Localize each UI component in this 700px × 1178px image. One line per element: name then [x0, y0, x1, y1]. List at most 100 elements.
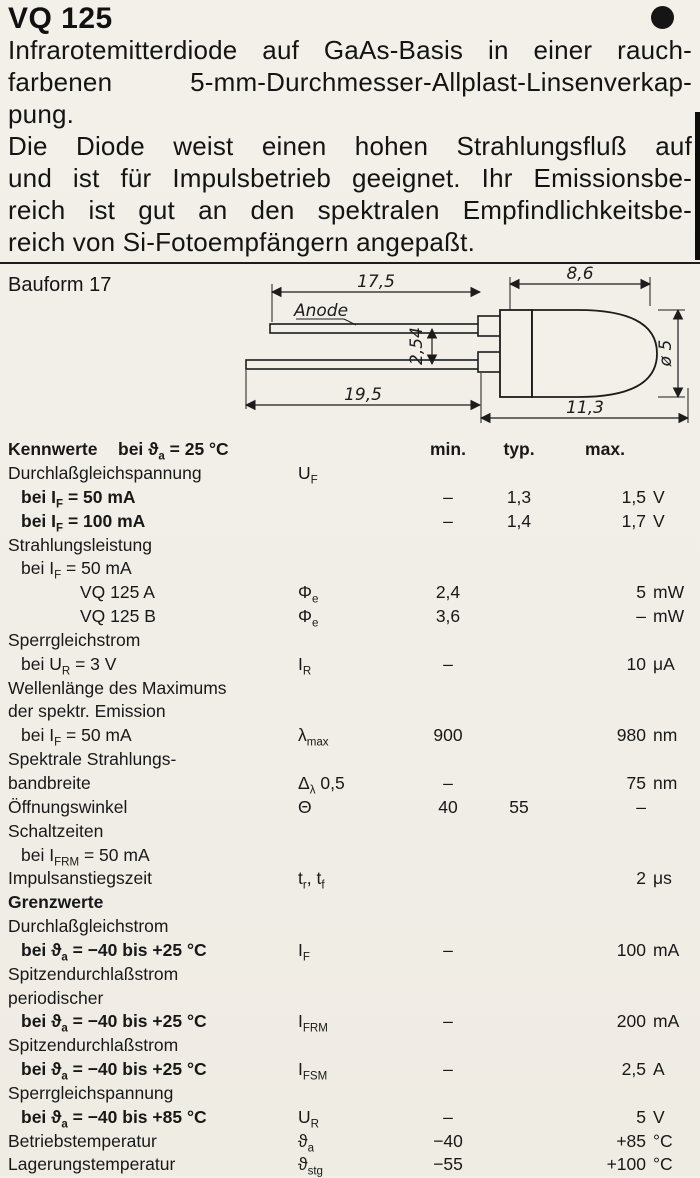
table-row: Grenzwerte: [0, 891, 700, 915]
row-min: 40: [438, 796, 458, 817]
section-title-kennwerte: Kennwerte: [8, 439, 98, 459]
dim-19-5: 19,5: [344, 385, 382, 405]
row-label: Wellenlänge des Maximums: [8, 677, 227, 698]
dim-2-54: 2,54: [407, 327, 427, 365]
row-max: –: [636, 796, 646, 817]
table-row: periodischer: [0, 987, 700, 1011]
row-min: –: [443, 1059, 453, 1080]
row-label: bandbreite: [8, 772, 91, 793]
dim-dia-5: ø 5: [656, 340, 676, 368]
row-max: 1,5: [621, 486, 646, 507]
page-title: VQ 125: [8, 2, 113, 35]
row-unit: mA: [653, 939, 680, 960]
row-symbol: UF: [298, 463, 318, 487]
paragraph-line: reich ist gut an den spektralen Empfindl…: [8, 195, 692, 225]
row-typ: 1,3: [506, 486, 532, 507]
row-min: –: [443, 1106, 453, 1127]
anode-lead: [269, 323, 481, 334]
row-unit: V: [653, 486, 665, 507]
dim-11-3: 11,3: [566, 398, 604, 418]
table-row: Durchlaßgleichstrom: [0, 915, 700, 939]
row-symbol: UR: [298, 1106, 319, 1131]
row-unit: nm: [653, 725, 678, 746]
row-max: 5: [636, 582, 646, 603]
row-unit: °C: [653, 1130, 673, 1151]
row-min: −40: [433, 1130, 463, 1151]
paragraph-line: Infrarotemitterdiode auf GaAs-Basis in e…: [8, 35, 692, 65]
table-condition: bei ϑa = 25 °C: [118, 439, 229, 463]
row-unit: μs: [653, 868, 672, 889]
row-unit: nm: [653, 772, 678, 793]
row-label: VQ 125 A: [80, 582, 155, 603]
row-min: –: [443, 1011, 453, 1032]
row-max: 5: [636, 1106, 646, 1127]
table-row: Impulsanstiegszeit tr, tf 2 μs: [0, 867, 700, 891]
dim-8-6: 8,6: [566, 266, 593, 284]
row-label: bei IFRM = 50 mA: [21, 844, 150, 868]
table-row: bei IFRM = 50 mA: [0, 844, 700, 868]
row-label: Impulsanstiegszeit: [8, 868, 152, 889]
scan-artifact-bar: [695, 112, 700, 260]
row-symbol: IF: [298, 939, 310, 964]
row-symbol: Φe: [298, 606, 319, 630]
paragraph: Infrarotemitterdiode auf GaAs-Basis in e…: [8, 34, 692, 130]
table-row: Sperrgleichstrom: [0, 629, 700, 653]
row-min: –: [443, 653, 453, 674]
row-min: 2,4: [435, 582, 461, 603]
row-min: −55: [433, 1154, 463, 1175]
row-max: 2: [636, 868, 646, 889]
row-max: 10: [626, 653, 646, 674]
row-symbol: tr, tf: [298, 868, 325, 892]
table-header-row: Kennwerte bei ϑa = 25 °C min. typ. max.: [0, 436, 700, 462]
paragraph-line: und ist für Impulsbetrieb geeignet. Ihr …: [8, 163, 692, 193]
row-max: +100: [606, 1154, 646, 1175]
print-registration-dot-icon: [651, 6, 674, 29]
row-label: bei ϑa = −40 bis +25 °C: [21, 1059, 207, 1083]
row-max: 100: [616, 939, 646, 960]
row-symbol: IR: [298, 653, 312, 678]
row-label: der spektr. Emission: [8, 701, 166, 722]
row-max: +85: [616, 1130, 646, 1151]
table-row: Spitzendurchlaßstrom: [0, 963, 700, 987]
table-row: Spitzendurchlaßstrom: [0, 1034, 700, 1058]
row-unit: mW: [653, 606, 685, 627]
row-typ: 1,4: [506, 510, 532, 531]
row-unit: V: [653, 510, 665, 531]
row-min: –: [443, 486, 453, 507]
row-unit: mW: [653, 582, 685, 603]
col-header-min: min.: [430, 439, 466, 459]
row-label: Durchlaßgleichstrom: [8, 916, 169, 937]
table-row: VQ 125 A Φe 2,4 5 mW: [0, 581, 700, 605]
row-symbol: Θ: [298, 796, 312, 817]
row-symbol: ϑa: [298, 1130, 314, 1155]
table-row: der spektr. Emission: [0, 700, 700, 724]
row-label: bei UR = 3 V: [21, 653, 117, 678]
anode-lead-tab: [477, 315, 503, 337]
col-header-typ: typ.: [503, 439, 535, 459]
table-row: Betriebstemperatur ϑa −40 +85 °C: [0, 1130, 700, 1154]
row-symbol: IFSM: [298, 1059, 328, 1083]
row-min: 900: [433, 725, 463, 746]
row-label: Betriebstemperatur: [8, 1130, 157, 1151]
row-label: bei IF = 50 mA: [21, 558, 132, 582]
description: Infrarotemitterdiode auf GaAs-Basis in e…: [8, 34, 692, 258]
table-row: Schaltzeiten: [0, 820, 700, 844]
row-symbol: Φe: [298, 582, 319, 606]
spec-table: Kennwerte bei ϑa = 25 °C min. typ. max. …: [0, 436, 700, 1178]
cathode-lead-tab: [477, 351, 503, 373]
row-min: 3,6: [435, 606, 461, 627]
paragraph-line: pung.: [8, 99, 75, 129]
row-label: bei IF = 50 mA: [21, 725, 132, 749]
paragraph-line: Die Diode weist einen hohen Strahlungsfl…: [8, 131, 692, 161]
row-symbol: λmax: [298, 725, 329, 749]
